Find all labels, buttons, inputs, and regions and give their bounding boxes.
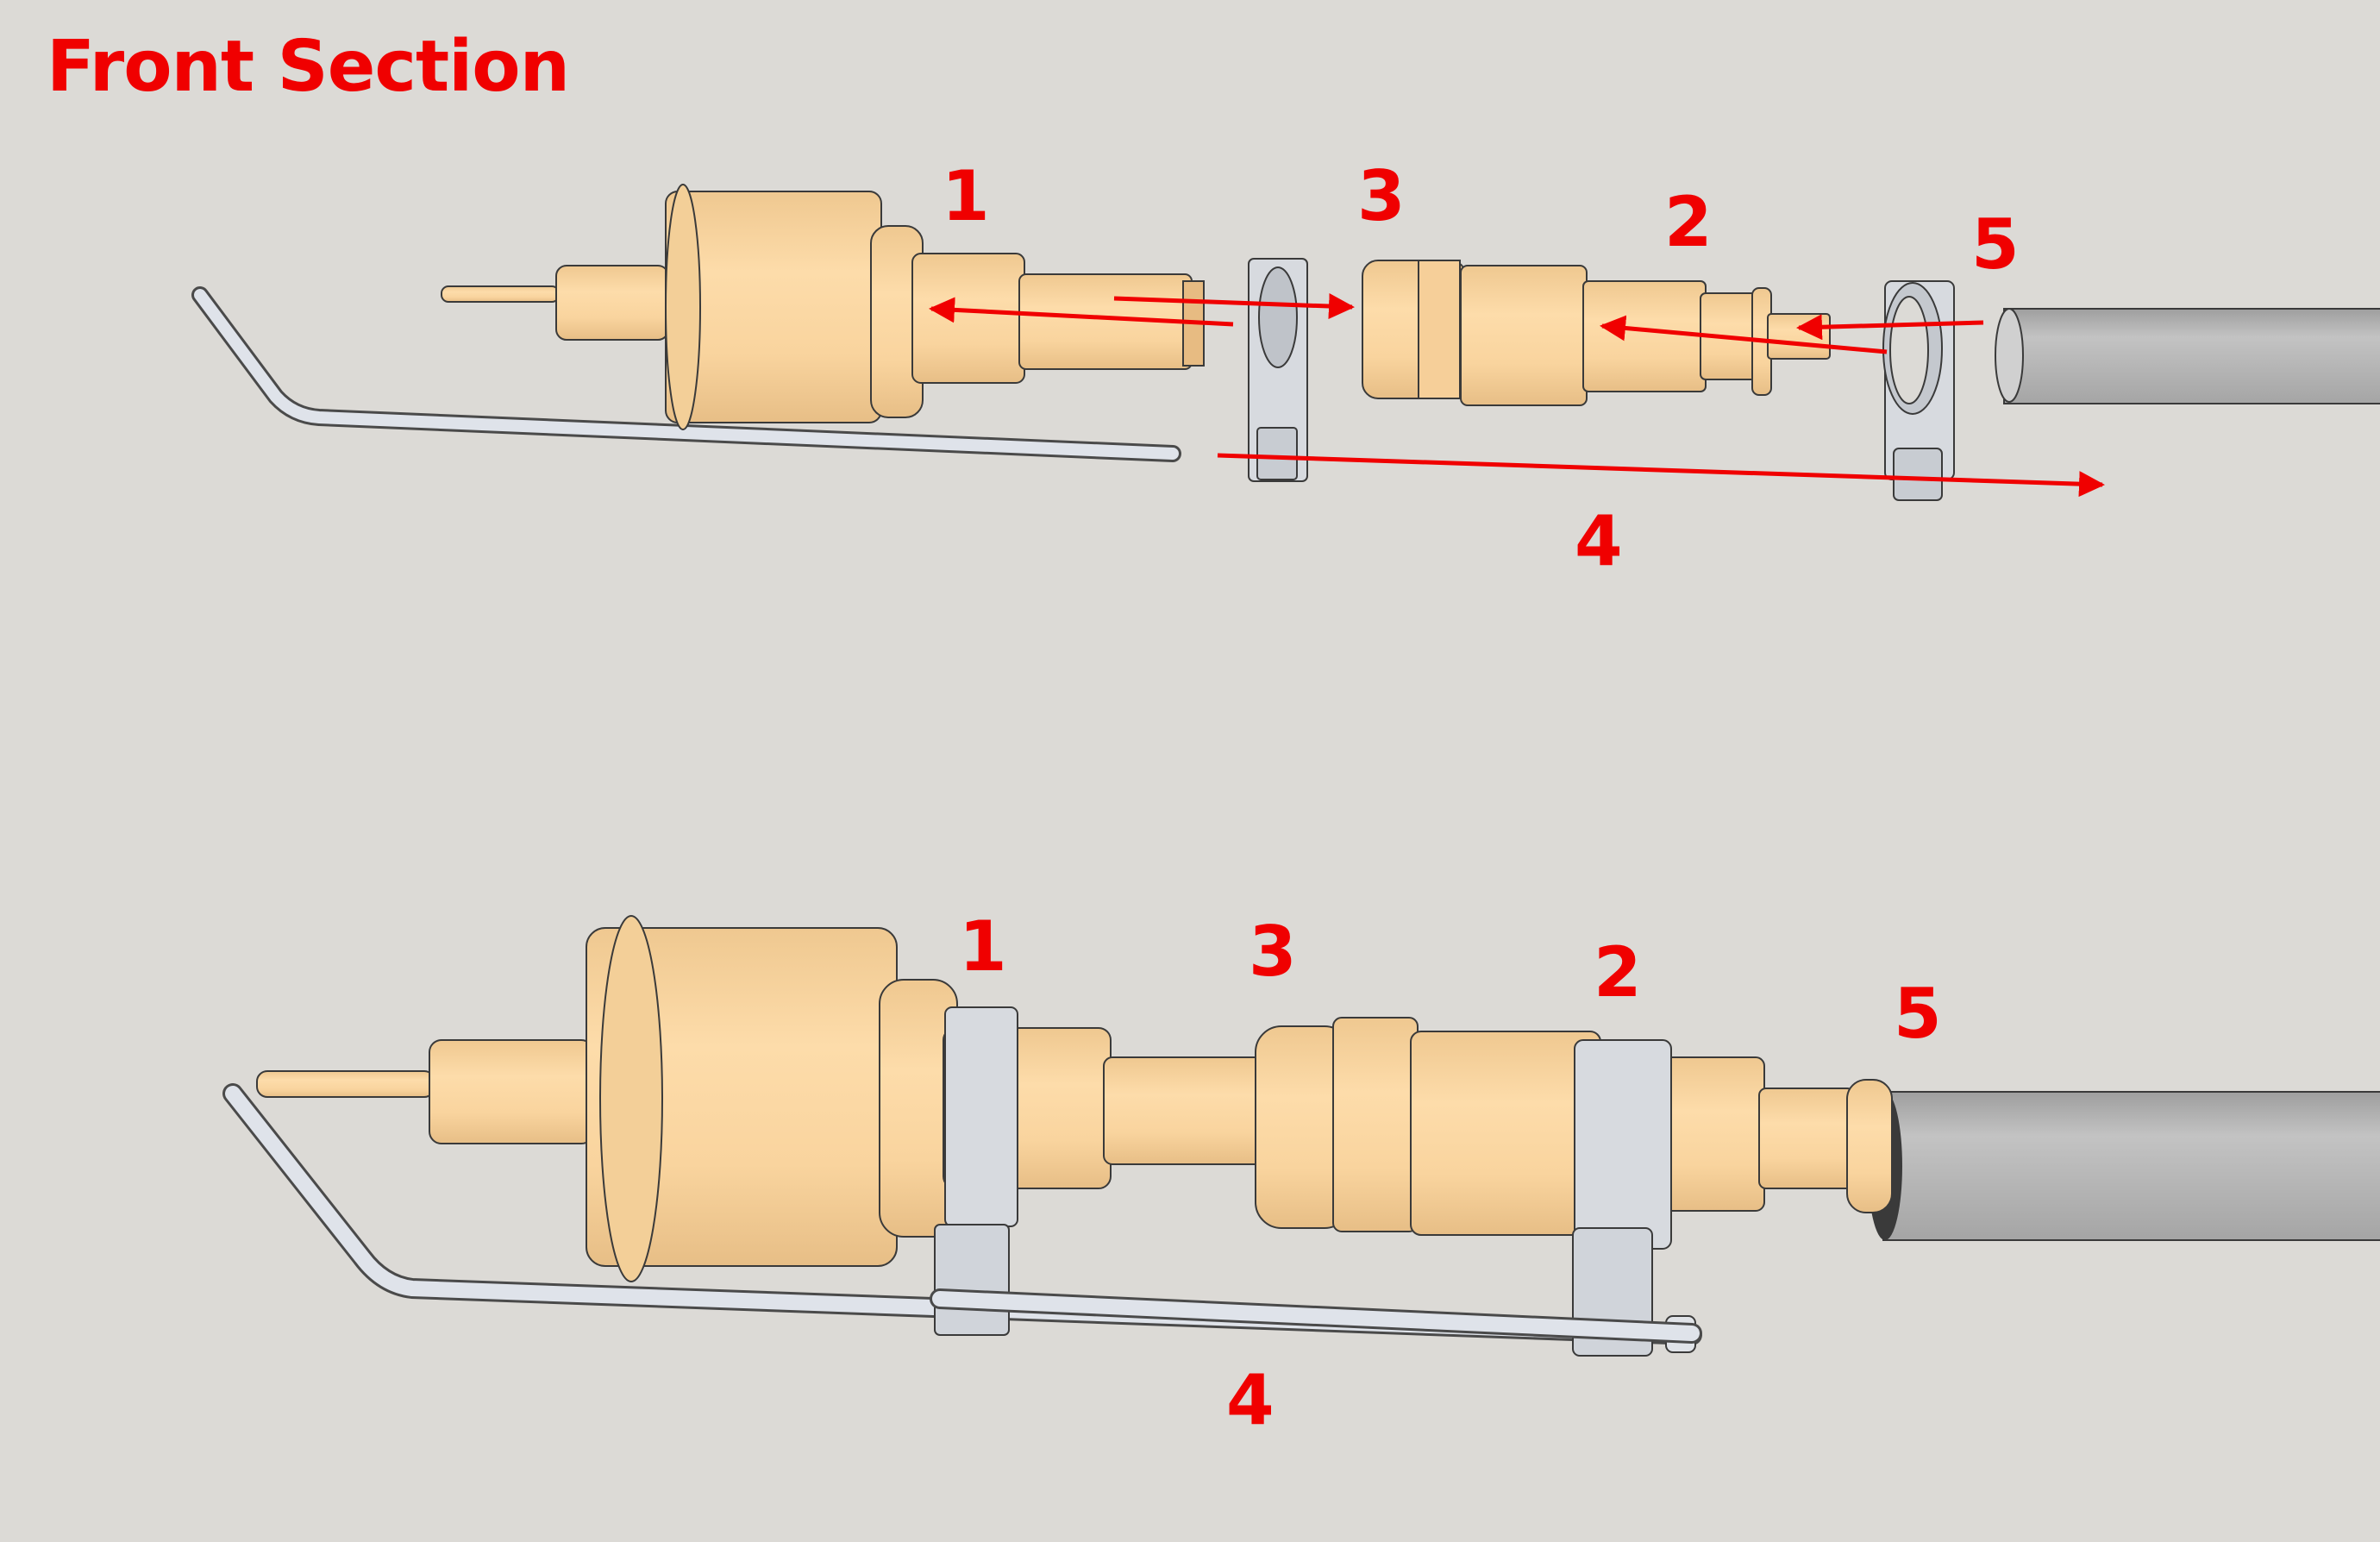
assembled-label-4: 4	[1226, 1360, 1275, 1440]
part-1-exploded	[441, 184, 1205, 430]
part-3-clamp-exploded	[1248, 258, 1308, 482]
assembled-label-2: 2	[1594, 932, 1642, 1012]
exploded-view	[191, 184, 2380, 501]
assembled-label-5: 5	[1894, 974, 1942, 1054]
exploded-label-4: 4	[1575, 501, 1623, 581]
exploded-label-5: 5	[1971, 204, 2020, 285]
part-2-assembled	[1255, 1017, 1893, 1236]
arrow-part3	[1113, 293, 1355, 320]
arrow-part4	[1217, 453, 2105, 498]
assembled-label-3: 3	[1249, 912, 1297, 992]
part-2-exploded	[1362, 260, 1831, 406]
tube-assembled	[1868, 1091, 2380, 1241]
part-3-clamp-assembled	[934, 1006, 1018, 1336]
page-title: Front Section	[47, 26, 570, 108]
exploded-label-3: 3	[1357, 156, 1406, 236]
exploded-label-2: 2	[1664, 182, 1713, 262]
arrow-part1	[929, 297, 1234, 327]
assembly-arrows	[929, 293, 2105, 498]
part-1-assembled	[256, 915, 1268, 1282]
exploded-label-1: 1	[942, 156, 990, 236]
arrow-part5	[1796, 314, 1984, 341]
arrow-part2	[1600, 315, 1888, 354]
assembled-view	[222, 915, 2380, 1357]
tube-exploded	[1995, 308, 2380, 404]
assembled-label-1: 1	[959, 906, 1007, 987]
part-5-clamp-exploded	[1882, 280, 1955, 501]
